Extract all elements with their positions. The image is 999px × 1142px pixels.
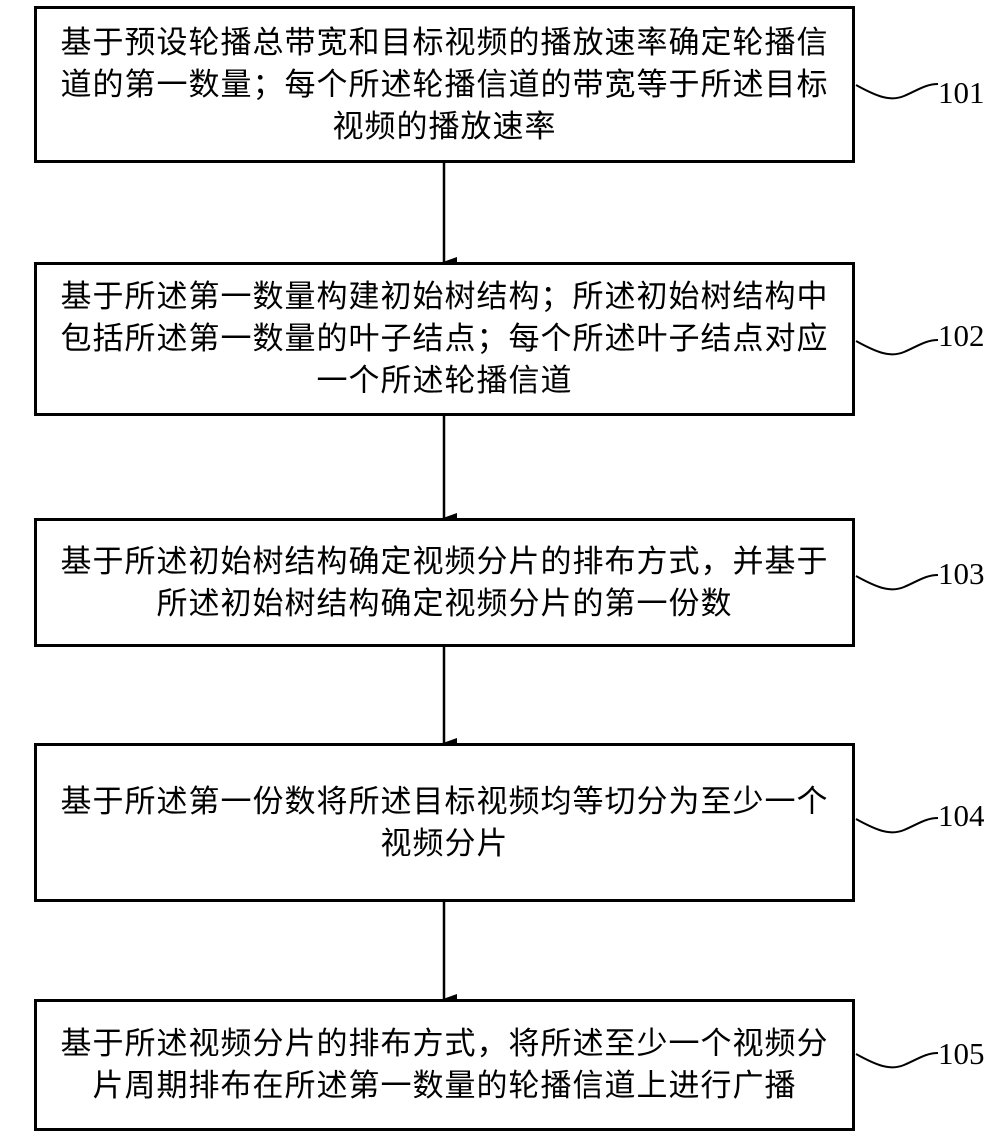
step-box-103: 基于所述初始树结构确定视频分片的排布方式，并基于所述初始树结构确定视频分片的第一… bbox=[34, 518, 855, 647]
leader-105 bbox=[855, 1052, 939, 1069]
step-label-103: 103 bbox=[938, 556, 985, 591]
leader-103 bbox=[855, 574, 939, 591]
step-label-104: 104 bbox=[938, 798, 985, 833]
leader-104 bbox=[855, 817, 939, 834]
step-box-105: 基于所述视频分片的排布方式，将所述至少一个视频分片周期排布在所述第一数量的轮播信… bbox=[34, 999, 855, 1131]
step-label-105: 105 bbox=[938, 1036, 985, 1071]
step-text-103: 基于所述初始树结构确定视频分片的排布方式，并基于所述初始树结构确定视频分片的第一… bbox=[60, 543, 829, 622]
step-text-102: 基于所述第一数量构建初始树结构；所述初始树结构中包括所述第一数量的叶子结点；每个… bbox=[60, 279, 829, 399]
leader-102 bbox=[855, 339, 939, 356]
step-text-101: 基于预设轮播总带宽和目标视频的播放速率确定轮播信道的第一数量；每个所述轮播信道的… bbox=[60, 24, 829, 145]
leader-101 bbox=[855, 83, 939, 100]
step-box-101: 基于预设轮播总带宽和目标视频的播放速率确定轮播信道的第一数量；每个所述轮播信道的… bbox=[34, 6, 855, 163]
step-text-104: 基于所述第一份数将所述目标视频均等切分为至少一个视频分片 bbox=[60, 783, 829, 862]
step-label-101: 101 bbox=[938, 75, 985, 110]
step-label-102: 102 bbox=[938, 318, 985, 353]
step-box-104: 基于所述第一份数将所述目标视频均等切分为至少一个视频分片 bbox=[34, 743, 855, 902]
step-box-102: 基于所述第一数量构建初始树结构；所述初始树结构中包括所述第一数量的叶子结点；每个… bbox=[34, 262, 855, 416]
step-text-105: 基于所述视频分片的排布方式，将所述至少一个视频分片周期排布在所述第一数量的轮播信… bbox=[60, 1026, 829, 1104]
label-leaders bbox=[855, 83, 939, 1069]
